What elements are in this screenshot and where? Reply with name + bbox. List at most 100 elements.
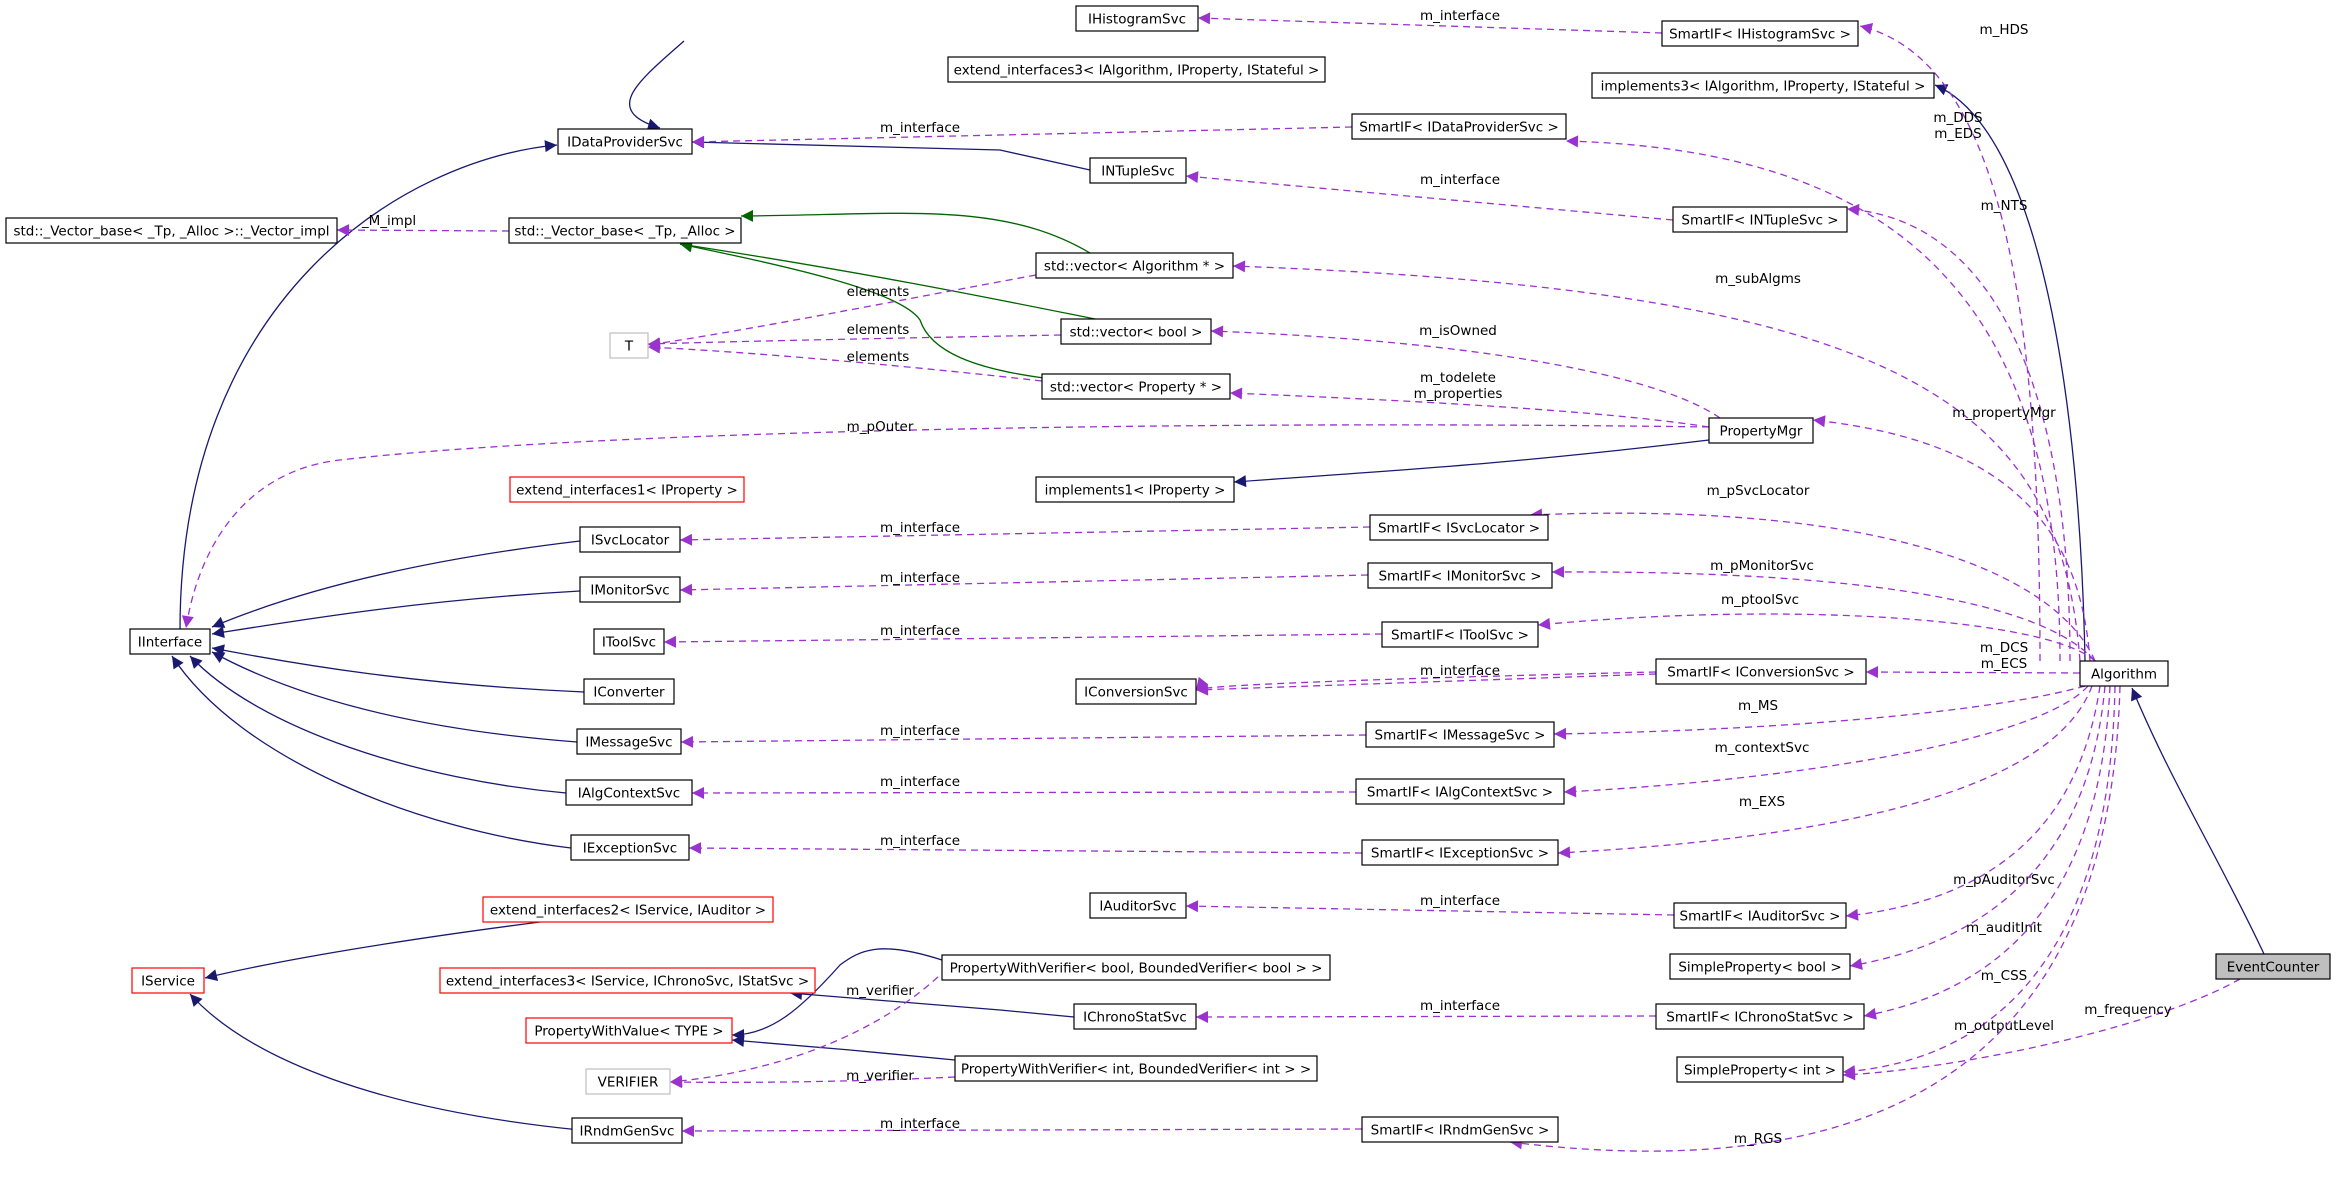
class-node-implements1[interactable]: implements1< IProperty > <box>1035 476 1235 503</box>
edge-label-m-interface-conv: m_interface <box>1420 663 1500 679</box>
usage-edge <box>1849 685 2106 970</box>
node-box <box>583 678 675 705</box>
edge-label-m-sub-algms: m_subAlgms <box>1715 271 1801 287</box>
class-node-extend-interfaces3-svc[interactable]: extend_interfaces3< IService, IChronoSvc… <box>439 967 816 994</box>
class-node-property-mgr[interactable]: PropertyMgr <box>1708 417 1814 444</box>
class-node-smart-if-itool-svc[interactable]: SmartIF< IToolSvc > <box>1381 621 1539 648</box>
class-node-itool-svc[interactable]: IToolSvc <box>593 628 665 655</box>
class-node-iconverter[interactable]: IConverter <box>583 678 675 705</box>
node-box <box>1669 953 1851 980</box>
usage-edge <box>669 959 956 1087</box>
class-node-vec-bool[interactable]: std::vector< bool > <box>1060 318 1212 345</box>
node-label: PropertyMgr <box>1720 424 1803 440</box>
edge-label-m-exs: m_EXS <box>1739 794 1785 810</box>
class-node-iservice[interactable]: IService <box>131 967 205 994</box>
class-node-smart-if-irndm-gen-svc[interactable]: SmartIF< IRndmGenSvc > <box>1361 1116 1559 1143</box>
inheritance-edge <box>1233 439 1710 488</box>
inheritance-edge <box>2131 687 2265 955</box>
class-node-imessage-svc[interactable]: IMessageSvc <box>576 728 682 755</box>
class-node-smart-if-iauditor-svc[interactable]: SmartIF< IAuditorSvc > <box>1673 902 1847 929</box>
class-node-smart-if-idata-provider-svc[interactable]: SmartIF< IDataProviderSvc > <box>1351 113 1567 140</box>
class-node-iconversion-svc[interactable]: IConversionSvc <box>1075 678 1197 705</box>
class-node-ihistogram-svc[interactable]: IHistogramSvc <box>1075 5 1199 32</box>
class-node-smart-if-intuple-svc[interactable]: SmartIF< INTupleSvc > <box>1672 206 1848 233</box>
class-node-vec-property[interactable]: std::vector< Property * > <box>1041 373 1231 400</box>
node-label: SmartIF< IConversionSvc > <box>1667 665 1854 681</box>
node-box <box>954 1055 1318 1082</box>
edge-label-m-interface-sl: m_interface <box>880 520 960 536</box>
usage-edge <box>181 424 1710 629</box>
node-label: implements3< IAlgorithm, IProperty, ISta… <box>1601 79 1926 95</box>
node-label: IMessageSvc <box>585 735 672 751</box>
usage-edge <box>1563 685 2089 798</box>
class-node-extend-interfaces1[interactable]: extend_interfaces1< IProperty > <box>509 476 745 503</box>
class-node-smart-if-iconversion-svc[interactable]: SmartIF< IConversionSvc > <box>1655 658 1867 685</box>
node-box <box>482 896 774 923</box>
class-node-imonitor-svc[interactable]: IMonitorSvc <box>579 576 681 603</box>
edge-label-m-hds: m_HDS <box>1979 22 2028 38</box>
node-label: SmartIF< IAlgContextSvc > <box>1367 785 1553 801</box>
edge-label-m-interface-exc: m_interface <box>880 833 960 849</box>
edge-label-m-impl: _M_impl <box>361 213 416 229</box>
class-node-simple-property-bool[interactable]: SimpleProperty< bool > <box>1669 953 1851 980</box>
usage-edge <box>1232 260 2081 662</box>
class-node-iauditor-svc[interactable]: IAuditorSvc <box>1089 892 1187 919</box>
node-box <box>1361 839 1559 866</box>
node-label: PropertyWithVerifier< bool, BoundedVerif… <box>950 961 1323 977</box>
class-node-smart-if-imonitor-svc[interactable]: SmartIF< IMonitorSvc > <box>1367 562 1553 589</box>
usage-edge <box>688 842 1363 855</box>
class-node-extend-interfaces2[interactable]: extend_interfaces2< IService, IAuditor > <box>482 896 774 923</box>
edge-label-m-interface-msg: m_interface <box>880 723 960 739</box>
usage-edge <box>1197 12 1663 34</box>
class-node-ialg-context-svc[interactable]: IAlgContextSvc <box>565 779 693 806</box>
class-node-smart-if-ihistogram-svc[interactable]: SmartIF< IHistogramSvc > <box>1661 20 1859 47</box>
class-node-idata-provider-svc[interactable]: IDataProviderSvc <box>557 128 693 155</box>
usage-edge <box>1185 171 1674 221</box>
node-box <box>1041 373 1231 400</box>
usage-edge <box>1565 135 2061 662</box>
class-node-t[interactable]: T <box>609 332 649 359</box>
edge-label-m-p-monitor-svc: m_pMonitorSvc <box>1710 558 1814 574</box>
usage-edge <box>647 274 1037 350</box>
class-node-vec-algorithm[interactable]: std::vector< Algorithm * > <box>1035 252 1234 279</box>
class-node-iinterface[interactable]: IInterface <box>129 628 211 655</box>
class-node-extend-interfaces3-alg[interactable]: extend_interfaces3< IAlgorithm, IPropert… <box>947 56 1326 83</box>
node-label: extend_interfaces3< IAlgorithm, IPropert… <box>954 63 1320 79</box>
node-box <box>1591 72 1935 99</box>
node-label: SmartIF< IDataProviderSvc > <box>1359 120 1559 136</box>
class-node-event-counter[interactable]: EventCounter <box>2215 953 2331 980</box>
class-node-iexception-svc[interactable]: IExceptionSvc <box>570 834 690 861</box>
usage-edge <box>1195 1010 1657 1023</box>
class-node-smart-if-isvc-locator[interactable]: SmartIF< ISvcLocator > <box>1369 514 1549 541</box>
node-label: std::vector< bool > <box>1070 325 1203 341</box>
class-node-ichrono-stat-svc[interactable]: IChronoStatSvc <box>1073 1003 1197 1030</box>
class-node-property-with-value[interactable]: PropertyWithValue< TYPE > <box>525 1017 733 1044</box>
class-node-smart-if-iexception-svc[interactable]: SmartIF< IExceptionSvc > <box>1361 839 1559 866</box>
class-node-smart-if-ialg-context-svc[interactable]: SmartIF< IAlgContextSvc > <box>1355 778 1565 805</box>
class-node-intuple-svc[interactable]: INTupleSvc <box>1089 157 1187 184</box>
node-box <box>509 476 745 503</box>
node-box <box>609 332 649 359</box>
node-box <box>565 779 693 806</box>
class-node-verifier[interactable]: VERIFIER <box>585 1068 671 1095</box>
node-box <box>1060 318 1212 345</box>
class-node-smart-if-ichrono-stat-svc[interactable]: SmartIF< IChronoStatSvc > <box>1655 1003 1865 1030</box>
class-node-vector-impl[interactable]: std::_Vector_base< _Tp, _Alloc >::_Vecto… <box>5 217 338 244</box>
edge-label-m-p-auditor-svc: m_pAuditorSvc <box>1953 872 2055 888</box>
class-node-pwv-int[interactable]: PropertyWithVerifier< int, BoundedVerifi… <box>954 1055 1318 1082</box>
class-node-vector-base[interactable]: std::_Vector_base< _Tp, _Alloc > <box>508 217 742 244</box>
class-node-irndm-gen-svc[interactable]: IRndmGenSvc <box>571 1117 683 1144</box>
class-node-pwv-bool[interactable]: PropertyWithVerifier< bool, BoundedVerif… <box>941 954 1331 981</box>
edge-label-m-interface-mon: m_interface <box>880 570 960 586</box>
inheritance-edge <box>211 590 581 639</box>
class-node-implements3[interactable]: implements3< IAlgorithm, IProperty, ISta… <box>1591 72 1935 99</box>
class-node-isvc-locator[interactable]: ISvcLocator <box>579 526 681 553</box>
node-label: std::_Vector_base< _Tp, _Alloc > <box>514 224 735 240</box>
edge-label-m-interface-chrono: m_interface <box>1420 998 1500 1014</box>
class-node-simple-property-int[interactable]: SimpleProperty< int > <box>1676 1056 1844 1083</box>
edge-label-elements-1: elements <box>847 284 910 300</box>
usage-edge <box>680 734 1367 748</box>
class-node-algorithm[interactable]: Algorithm <box>2079 660 2169 687</box>
class-node-smart-if-imessage-svc[interactable]: SmartIF< IMessageSvc > <box>1365 721 1555 748</box>
